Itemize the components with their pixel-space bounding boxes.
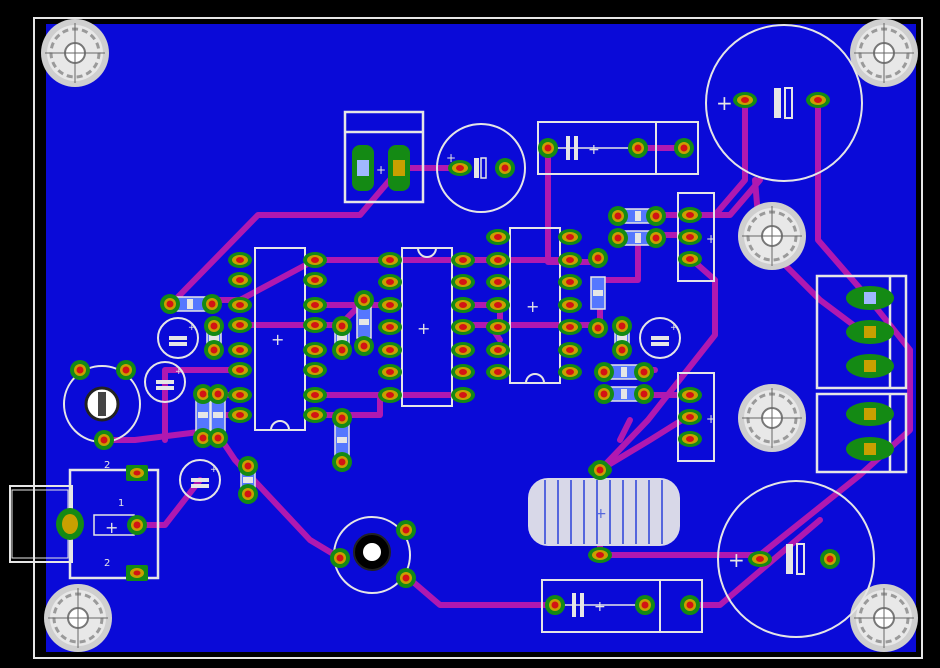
mounting-hole-top-right [848,17,920,89]
film-cap-bottom: + [541,579,703,633]
jack-pin-label-2-bottom: 2 [104,558,110,569]
svg-text:+: + [417,319,430,338]
mounting-hole-right-lower [736,382,808,454]
jack-left: + 2 1 2 [9,460,160,581]
film-cap-top: + [537,121,699,175]
big-cap-top-right: + [705,24,863,182]
mounting-hole-top-left [39,17,111,89]
big-cap-bottom-right: + [717,480,875,638]
ic-right: + [486,227,582,384]
board-outline [33,17,923,659]
svg-text:+: + [588,142,600,158]
reg-lower: + [677,372,716,462]
svg-text:+: + [728,548,745,572]
svg-text:+: + [706,232,716,246]
svg-text:+: + [376,163,386,177]
coil-bottom-center: + [528,462,680,563]
svg-text:+: + [595,506,607,522]
mounting-hole-bottom-left [42,582,114,654]
mounting-hole-right-upper [736,200,808,272]
svg-text:+: + [446,151,456,165]
jack-pin-label-1: 1 [118,498,124,509]
svg-text:+: + [716,91,733,115]
svg-text:+: + [271,330,284,349]
terminal-top-center: + [343,110,425,204]
svg-text:+: + [526,297,539,316]
ic-left: + [228,247,327,431]
terminal-right-upper [815,274,908,390]
svg-text:+: + [105,518,118,537]
mounting-hole-bottom-right [848,582,920,654]
pot-bottom-center [330,516,416,594]
pot-left [63,360,141,450]
svg-text:+: + [594,599,606,615]
jack-pin-label-2-top: 2 [104,460,110,471]
terminal-right-lower [815,392,908,474]
ic-middle: + [378,247,475,407]
vias [590,460,610,480]
cap-small-top-center: + [436,123,526,213]
reg-upper: + [677,192,716,282]
svg-text:+: + [706,412,716,426]
